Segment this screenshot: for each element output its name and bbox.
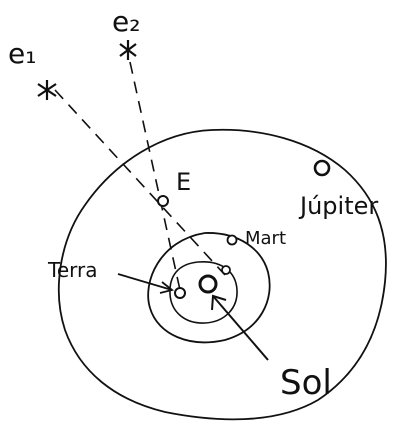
jupiter-label: Júpiter [300, 194, 378, 218]
object-e-marker [158, 196, 168, 206]
sight-line-e2 [130, 62, 180, 290]
object-e-label: E [176, 170, 191, 194]
star-e2-label: e₂ [112, 8, 140, 36]
jupiter-orbit [59, 130, 386, 420]
sol-pointer-arrow [212, 296, 268, 360]
earth-label: Terra [48, 260, 97, 280]
terra-pointer-arrow [118, 274, 172, 293]
star-e1-label: e₁ [8, 40, 36, 68]
jupiter-planet [315, 161, 329, 175]
mars-label: Mart [245, 230, 286, 248]
sun-body [200, 276, 216, 292]
star-e1-icon [38, 80, 56, 100]
star-e2-icon [120, 40, 136, 60]
mars-planet [228, 236, 237, 245]
sun-label: Sol [280, 366, 332, 400]
earth-position-b [222, 266, 230, 274]
earth-planet [175, 288, 185, 298]
sight-line-e1 [55, 90, 225, 275]
